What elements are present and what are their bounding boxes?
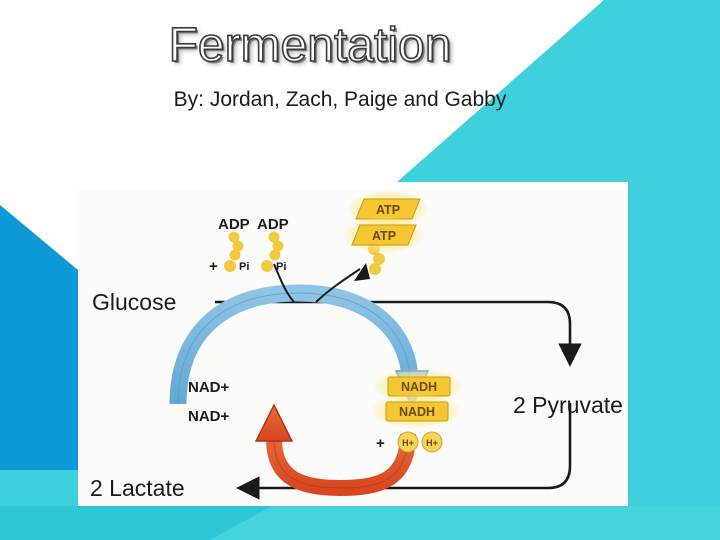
nadh-badge-1-label: NADH [401,380,437,394]
atp-badge-1 [355,198,421,220]
adp-molecule-2 [268,231,284,261]
adp-label-1: ADP [218,216,250,233]
pyruvate-label: 2 Pyruvate [513,392,623,418]
page-title: Fermentation [168,18,452,72]
h-plus-1-label: H+ [402,438,414,448]
nadh-badge-2-label: NADH [399,405,435,419]
atp-badge-2-label: ATP [372,229,396,243]
pi-circle-2 [261,260,273,272]
lactate-label: 2 Lactate [90,475,185,501]
plus-sign-bottom: + [376,435,385,452]
teal-wedge-left [0,470,78,540]
pi-circle-1 [224,260,236,272]
diagram-image: ATP ATP NADH NADH H+ H+ Glucose 2 Pyruva… [78,189,628,506]
adp-label-2: ADP [257,216,289,233]
slide-subtitle: By: Jordan, Zach, Paige and Gabby [173,88,507,111]
atp-badge-1-label: ATP [376,203,400,217]
teal-band-bottom-highlight [210,506,720,540]
teal-band-bottom [0,506,720,540]
h-plus-circle-1 [397,431,419,453]
glucose-label: Glucose [92,289,176,315]
nadh-badge-2 [385,401,449,422]
glucose-to-pyruvate-path [215,300,582,367]
plus-sign-top: + [209,258,218,275]
teal-block-right [628,182,720,506]
adp-molecule-1 [228,231,244,261]
nad-label-1: NAD+ [188,379,229,396]
pi-label-1: Pi [239,261,249,273]
pi-label-2: Pi [276,261,286,273]
atp-badge-2 [351,224,417,246]
adp-to-center-arrow [273,263,295,303]
teal-band-bottom-shade [0,506,272,540]
atp-arrow-head [354,263,370,281]
center-to-atp-arrow [315,268,361,303]
nad-label-2: NAD+ [188,408,229,425]
pyruvate-to-lactate-path [236,403,572,500]
h-plus-2-label: H+ [426,438,438,448]
blue-slab-left [0,205,78,540]
h-plus-circle-2 [421,431,443,453]
